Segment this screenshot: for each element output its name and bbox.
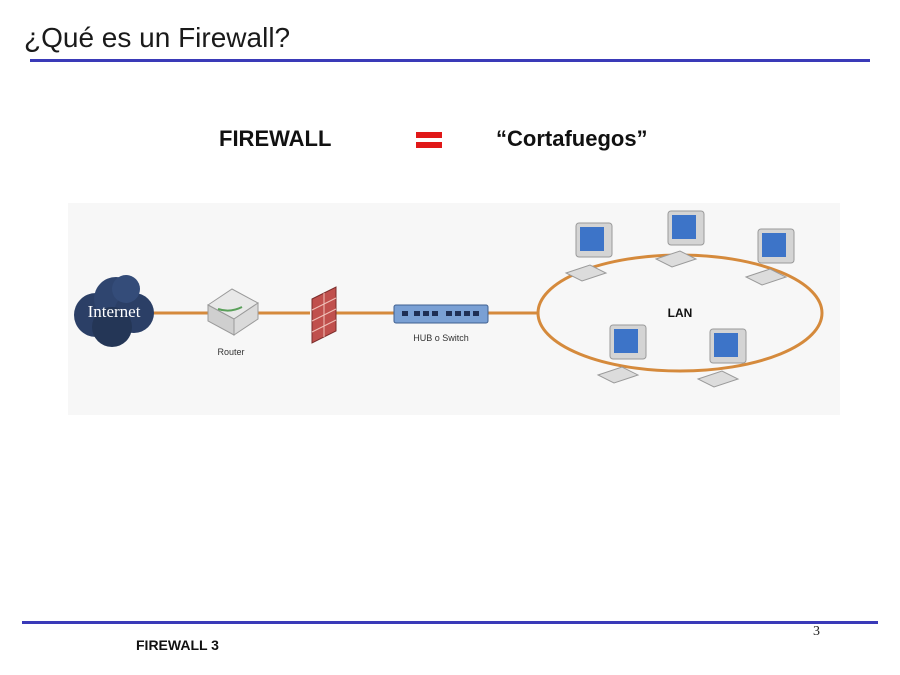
workstation-icon	[596, 324, 647, 384]
equation-right-term: “Cortafuegos”	[496, 126, 648, 151]
workstation-icon	[564, 222, 613, 282]
router-label: Router	[217, 347, 244, 357]
workstation-icon	[744, 228, 795, 286]
router-icon: Router	[207, 288, 259, 357]
workstation-icon	[696, 328, 747, 388]
equation-row: FIREWALL “Cortafuegos”	[0, 126, 900, 156]
footer-text: FIREWALL 3	[136, 637, 219, 653]
internet-label: Internet	[88, 302, 141, 321]
firewall-wall-icon	[311, 286, 337, 344]
hub-switch-label: HUB o Switch	[413, 333, 469, 343]
network-diagram: Internet Router	[68, 203, 840, 415]
workstation-icon	[654, 210, 705, 268]
slide-title: ¿Qué es un Firewall?	[24, 22, 291, 53]
footer-rule	[22, 621, 878, 624]
hub-switch-icon: HUB o Switch	[393, 304, 489, 343]
title-rule	[30, 59, 870, 62]
lan-label: LAN	[668, 306, 693, 320]
page-number: 3	[813, 624, 820, 639]
equation-left-term: FIREWALL	[219, 126, 332, 151]
equals-sign-icon	[416, 132, 442, 148]
internet-cloud-icon: Internet	[74, 275, 154, 347]
